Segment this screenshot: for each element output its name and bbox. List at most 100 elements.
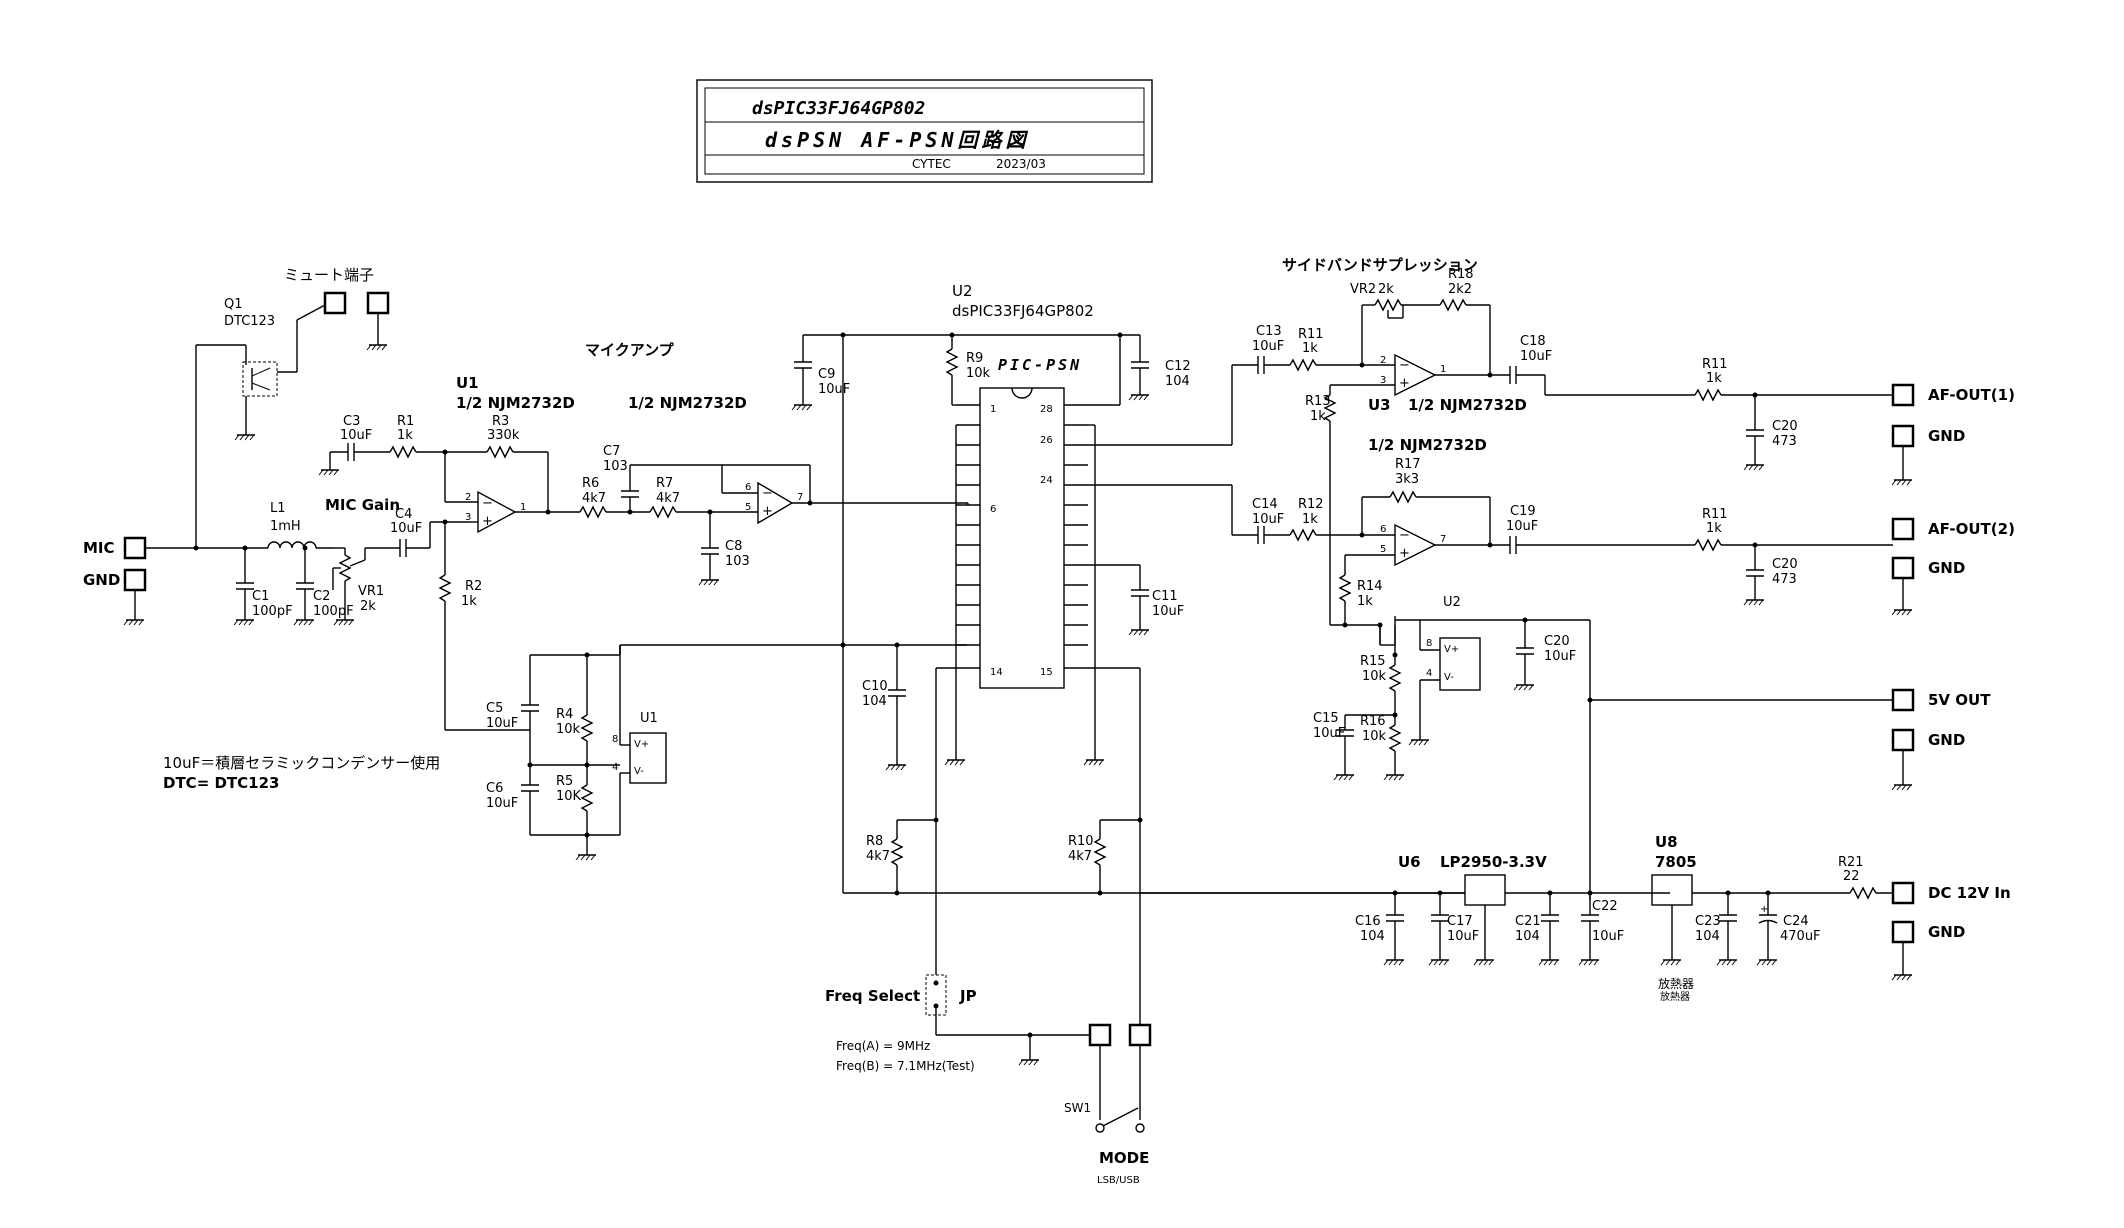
vr1-ref: VR1	[358, 584, 384, 599]
r16-value: 10k	[1362, 729, 1387, 744]
r11a-value: 1k	[1302, 341, 1318, 356]
c2-value: 100pF	[313, 604, 354, 619]
r3-value: 330k	[487, 428, 520, 443]
c6-ref: C6	[486, 781, 503, 796]
heatsink-label: 放熱器	[1658, 976, 1694, 991]
u2-pin24: 24	[1040, 475, 1053, 486]
c2-ref: C2	[313, 589, 330, 604]
r8-value: 4k7	[866, 849, 890, 864]
u3-pin2: 2	[1380, 355, 1386, 366]
u1-part: 1/2 NJM2732D	[456, 394, 575, 412]
c20c-ref: C20	[1544, 634, 1570, 649]
c24-ref: C24	[1783, 914, 1809, 929]
c7-ref: C7	[603, 444, 620, 459]
five-volt-out: 5V OUT GND	[1587, 688, 1991, 791]
u2-chip-name: PIC-PSN	[998, 356, 1082, 374]
c21-value: 104	[1515, 929, 1540, 944]
c4-value: 10uF	[390, 521, 422, 536]
r5-ref: R5	[556, 774, 573, 789]
c13-ref: C13	[1256, 324, 1282, 339]
r12-ref: R12	[1298, 497, 1324, 512]
l1-ref: L1	[270, 501, 286, 516]
u1-ref: U1	[456, 374, 479, 392]
r15-value: 10k	[1362, 669, 1387, 684]
u2p-pin8: 8	[1426, 638, 1432, 649]
c7-value: 103	[603, 459, 628, 474]
u2-dspic: U2 dsPIC33FJ64GP802 PIC-PSN 1 28 26 24 6…	[791, 282, 1191, 970]
jp-label: JP	[959, 987, 977, 1005]
c23-ref: C23	[1695, 914, 1721, 929]
u3b-part: 1/2 NJM2732D	[1368, 436, 1487, 454]
c10-value: 104	[862, 694, 887, 709]
c13-value: 10uF	[1252, 339, 1284, 354]
r16-ref: R16	[1360, 714, 1386, 729]
u1b-part: 1/2 NJM2732D	[628, 394, 747, 412]
sideband-label: サイドバンドサプレッション	[1282, 256, 1478, 274]
c15-ref: C15	[1313, 711, 1339, 726]
r12-value: 1k	[1302, 512, 1318, 527]
gnd-terminal-dc	[1891, 920, 1915, 944]
c1-ref: C1	[252, 589, 269, 604]
u1-pin3: 3	[465, 512, 471, 523]
u6-part: LP2950-3.3V	[1440, 853, 1547, 871]
r21-value: 22	[1843, 869, 1860, 884]
r10-value: 4k7	[1068, 849, 1092, 864]
u2p-vminus: V-	[1444, 672, 1454, 683]
mic-amp-label: マイクアンプ	[585, 341, 675, 359]
c3-value: 10uF	[340, 428, 372, 443]
c20a-ref: C20	[1772, 419, 1798, 434]
five-volt-terminal	[1891, 688, 1915, 712]
c24-value: 470uF	[1780, 929, 1821, 944]
r13-ref: R13	[1305, 394, 1331, 409]
c14-value: 10uF	[1252, 512, 1284, 527]
mic-label: MIC	[83, 539, 115, 557]
gnd-terminal-af1	[1891, 424, 1915, 448]
c4-ref: C4	[395, 507, 412, 522]
r11a-ref: R11	[1298, 327, 1324, 342]
r13-value: 1k	[1310, 409, 1326, 424]
r1-ref: R1	[397, 414, 414, 429]
vr2-ref: VR2	[1350, 282, 1376, 297]
af-out2-label: AF-OUT(2)	[1928, 520, 2015, 538]
mute-gnd-terminal	[366, 291, 390, 315]
r6-value: 4k7	[582, 491, 606, 506]
u2-pin6: 6	[990, 504, 996, 515]
u1-power-bias: C5 10uF C6 10uF R4 10k R5 10K V+ V- 8 4 …	[486, 644, 967, 861]
af-out2-path: C14 10uF R12 1k R17 3k3 − + 6 5 7 R14 1k…	[1088, 457, 2015, 628]
svg-text:−: −	[1399, 528, 1410, 543]
heatsink-sub-label: 放熱器	[1660, 990, 1690, 1003]
gnd-label-dc: GND	[1928, 923, 1965, 941]
u1p-pin8: 8	[612, 734, 618, 745]
r14-value: 1k	[1357, 594, 1373, 609]
u3b-pin5: 5	[1380, 544, 1386, 555]
gnd-terminal-af2	[1891, 556, 1915, 580]
r7-ref: R7	[656, 476, 673, 491]
gnd-terminal-mic	[123, 568, 147, 592]
r3-ref: R3	[492, 414, 509, 429]
u1p-vminus: V-	[634, 766, 644, 777]
vr1-value: 2k	[360, 599, 376, 614]
u1b-pin7: 7	[797, 492, 803, 503]
c3-ref: C3	[343, 414, 360, 429]
u3-pin1: 1	[1440, 364, 1446, 375]
svg-text:+: +	[762, 504, 773, 519]
title-main: dsPSN AF-PSN回路図	[765, 128, 1030, 152]
r5-value: 10K	[556, 789, 582, 804]
c16-ref: C16	[1355, 914, 1381, 929]
c17-value: 10uF	[1447, 929, 1479, 944]
u3-power-bias: R15 10k R16 10k C15 10uF V+ V- 8 4 U2 C2…	[1313, 595, 1591, 900]
power-supply: R8 4k7 R10 4k7 Freq Select JP Freq(A) = …	[825, 817, 2011, 1186]
sw1-terminal-b	[1128, 1023, 1152, 1047]
c22-ref: C22	[1592, 899, 1618, 914]
r9-value: 10k	[966, 366, 991, 381]
r11b-value: 1k	[1706, 371, 1722, 386]
r11c-ref: R11	[1702, 507, 1728, 522]
c5-value: 10uF	[486, 716, 518, 731]
mic-terminal	[123, 536, 147, 560]
r8-ref: R8	[866, 834, 883, 849]
mic-gain-label: MIC Gain	[325, 496, 400, 514]
r17-ref: R17	[1395, 457, 1421, 472]
mode-sub-label: LSB/USB	[1097, 1175, 1140, 1186]
c20a-value: 473	[1772, 434, 1797, 449]
title-part: dsPIC33FJ64GP802	[752, 98, 925, 119]
